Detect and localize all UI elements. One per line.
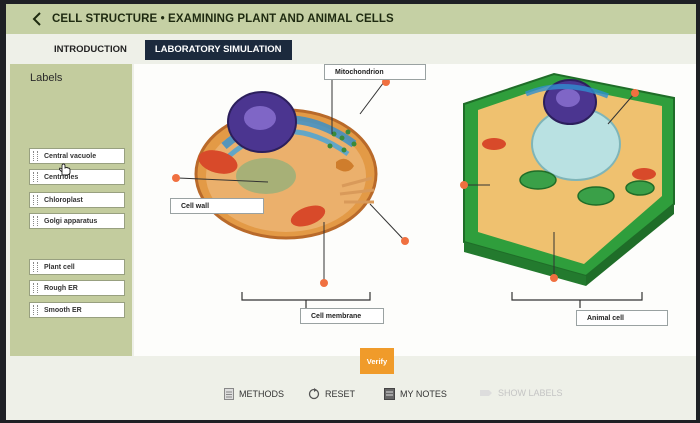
label-chip-text: Plant cell <box>44 263 75 271</box>
tab-introduction[interactable]: INTRODUCTION <box>54 44 127 55</box>
drag-handle-icon <box>33 172 38 182</box>
placed-label-text: Mitochondrion <box>335 68 384 76</box>
notes-icon <box>384 388 395 400</box>
screen: CELL STRUCTURE • EXAMINING PLANT AND ANI… <box>6 4 696 420</box>
animal-cell-illustration <box>194 91 378 240</box>
drag-handle-icon <box>33 305 38 315</box>
label-chip-text: Chloroplast <box>44 196 83 204</box>
placed-label-cell-membrane[interactable]: Cell membrane <box>300 308 384 324</box>
placed-label-mitochondrion[interactable]: Mitochondrion <box>324 64 426 80</box>
label-chip-text: Rough ER <box>44 284 78 292</box>
pin-marker[interactable] <box>460 181 468 189</box>
show-labels-button[interactable]: SHOW LABELS <box>480 388 563 398</box>
pin-marker[interactable] <box>172 174 180 182</box>
reset-icon <box>308 388 320 400</box>
methods-button[interactable]: METHODS <box>224 388 284 400</box>
back-chevron-icon[interactable] <box>24 6 50 32</box>
drag-handle-icon <box>33 262 38 272</box>
verify-button[interactable]: Verify <box>360 348 394 374</box>
my-notes-label: MY NOTES <box>400 389 447 399</box>
page-title: CELL STRUCTURE • EXAMINING PLANT AND ANI… <box>52 13 394 25</box>
labels-panel: Labels Central vacuole Centrioles Chloro… <box>10 64 132 356</box>
label-chip-central-vacuole[interactable]: Central vacuole <box>29 148 125 164</box>
pin-marker[interactable] <box>320 279 328 287</box>
pin-marker[interactable] <box>401 237 409 245</box>
simulation-canvas: Mitochondrion Cell wall Cell membrane An… <box>134 64 696 356</box>
label-chip-text: Central vacuole <box>44 152 97 160</box>
plant-cell-illustration <box>463 72 675 286</box>
drag-handle-icon <box>33 216 38 226</box>
label-chip-text: Golgi apparatus <box>44 217 98 225</box>
reset-label: RESET <box>325 389 356 399</box>
placed-label-animal-cell[interactable]: Animal cell <box>576 310 668 326</box>
drag-handle-icon <box>33 151 38 161</box>
label-chip-text: Centrioles <box>44 173 79 181</box>
hand-cursor-icon <box>59 163 71 176</box>
tab-laboratory-simulation[interactable]: LABORATORY SIMULATION <box>144 40 292 60</box>
pin-marker[interactable] <box>382 78 390 86</box>
label-chip-text: Smooth ER <box>44 306 82 314</box>
placed-label-text: Cell wall <box>181 202 210 210</box>
label-chip-centrioles[interactable]: Centrioles <box>29 169 125 185</box>
methods-label: METHODS <box>239 389 284 399</box>
label-tag-icon <box>480 390 492 396</box>
bottom-toolbar: METHODS RESET MY NOTES SHOW LABELS <box>6 382 696 410</box>
placed-label-text: Cell membrane <box>311 312 362 320</box>
reset-button[interactable]: RESET <box>308 388 355 400</box>
tab-bar: INTRODUCTION LABORATORY SIMULATION <box>6 40 292 60</box>
show-labels-label: SHOW LABELS <box>498 388 563 398</box>
label-chip-chloroplast[interactable]: Chloroplast <box>29 192 125 208</box>
drag-handle-icon <box>33 283 38 293</box>
label-chip-smooth-er[interactable]: Smooth ER <box>29 302 125 318</box>
pin-marker[interactable] <box>550 274 558 282</box>
placed-label-text: Animal cell <box>587 314 624 322</box>
drag-handle-icon <box>33 195 38 205</box>
labels-title: Labels <box>30 72 63 84</box>
placed-label-cell-wall[interactable]: Cell wall <box>170 198 264 214</box>
label-chip-plant-cell[interactable]: Plant cell <box>29 259 125 275</box>
label-chip-golgi-apparatus[interactable]: Golgi apparatus <box>29 213 125 229</box>
pin-marker[interactable] <box>631 89 639 97</box>
header-bar: CELL STRUCTURE • EXAMINING PLANT AND ANI… <box>6 4 696 34</box>
document-icon <box>224 388 234 400</box>
my-notes-button[interactable]: MY NOTES <box>384 388 447 400</box>
label-chip-rough-er[interactable]: Rough ER <box>29 280 125 296</box>
